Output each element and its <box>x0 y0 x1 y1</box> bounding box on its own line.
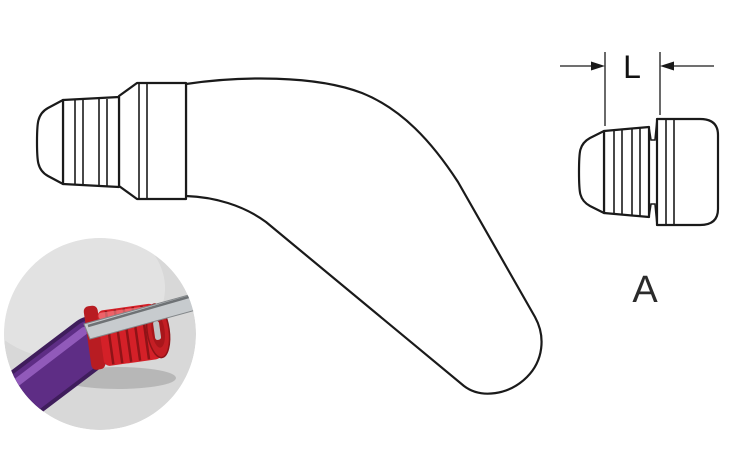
boot-drawing <box>35 77 543 395</box>
dimension-label: L <box>623 49 641 85</box>
detail-tip-cone <box>577 129 606 215</box>
dimension-arrow-right-head <box>660 61 674 71</box>
cap-face-slot <box>153 320 162 340</box>
detail-view <box>577 117 720 227</box>
dimension-arrow-left-head <box>591 61 605 71</box>
boot-tip-cone <box>35 98 65 186</box>
boot-handle-highlight <box>8 327 88 390</box>
boot-handle-photo <box>4 316 118 424</box>
boot-rib-section <box>61 95 121 189</box>
detail-rib-section <box>602 125 651 219</box>
inset-photo <box>4 238 196 430</box>
view-label: A <box>632 269 658 311</box>
blade-photo <box>83 292 196 340</box>
boot-collar <box>117 81 188 201</box>
detail-groove <box>648 118 658 226</box>
boot-body-outline <box>184 77 543 395</box>
boot-rib-lines <box>74 99 108 186</box>
boot-handle-body <box>4 320 114 420</box>
detail-rib-lines <box>613 128 641 216</box>
dimension-group: L <box>560 49 714 126</box>
boot-collar-lines <box>138 83 148 199</box>
detail-collar-lines <box>665 119 675 225</box>
blade-body <box>83 292 196 340</box>
detail-collar <box>655 117 720 227</box>
blade-edge <box>87 294 193 328</box>
